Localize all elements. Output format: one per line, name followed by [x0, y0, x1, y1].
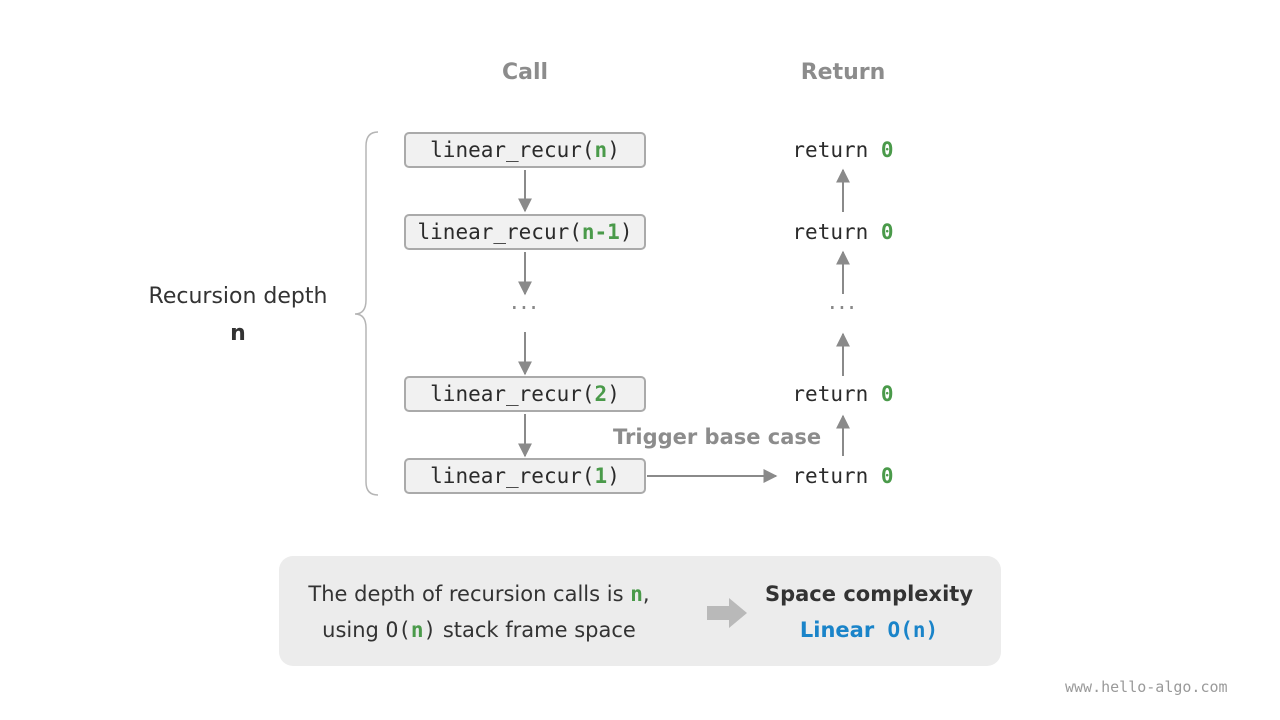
depth-brace	[354, 131, 379, 496]
return-column-title: Return	[800, 60, 886, 85]
right-arrow-icon	[707, 598, 747, 628]
call-box-n: linear_recur(n)	[404, 132, 646, 168]
recursion-depth-label: Recursion depth	[148, 284, 328, 309]
call-box-2: linear_recur(2)	[404, 376, 646, 412]
summary-description: The depth of recursion calls is n, using…	[308, 582, 650, 642]
return-label-4: return 0	[792, 464, 894, 488]
call-ellipsis: ···	[510, 294, 540, 322]
space-complexity-title: Space complexity	[764, 582, 974, 606]
return-ellipsis: ···	[828, 294, 858, 322]
complexity-big-o: O(n)	[887, 618, 939, 642]
watermark: www.hello-algo.com	[1065, 678, 1228, 696]
recursion-depth-value: n	[230, 321, 246, 346]
summary-panel: The depth of recursion calls is n, using…	[279, 556, 1001, 666]
call-box-1: linear_recur(1)	[404, 458, 646, 494]
return-label-1: return 0	[792, 138, 894, 162]
call-column-title: Call	[501, 60, 549, 85]
return-label-3: return 0	[792, 382, 894, 406]
return-label-2: return 0	[792, 220, 894, 244]
trigger-base-case-label: Trigger base case	[613, 425, 822, 449]
call-box-n-minus-1: linear_recur(n-1)	[404, 214, 646, 250]
space-complexity-result: Space complexity Linear O(n)	[759, 576, 979, 648]
complexity-linear: Linear	[799, 618, 875, 642]
